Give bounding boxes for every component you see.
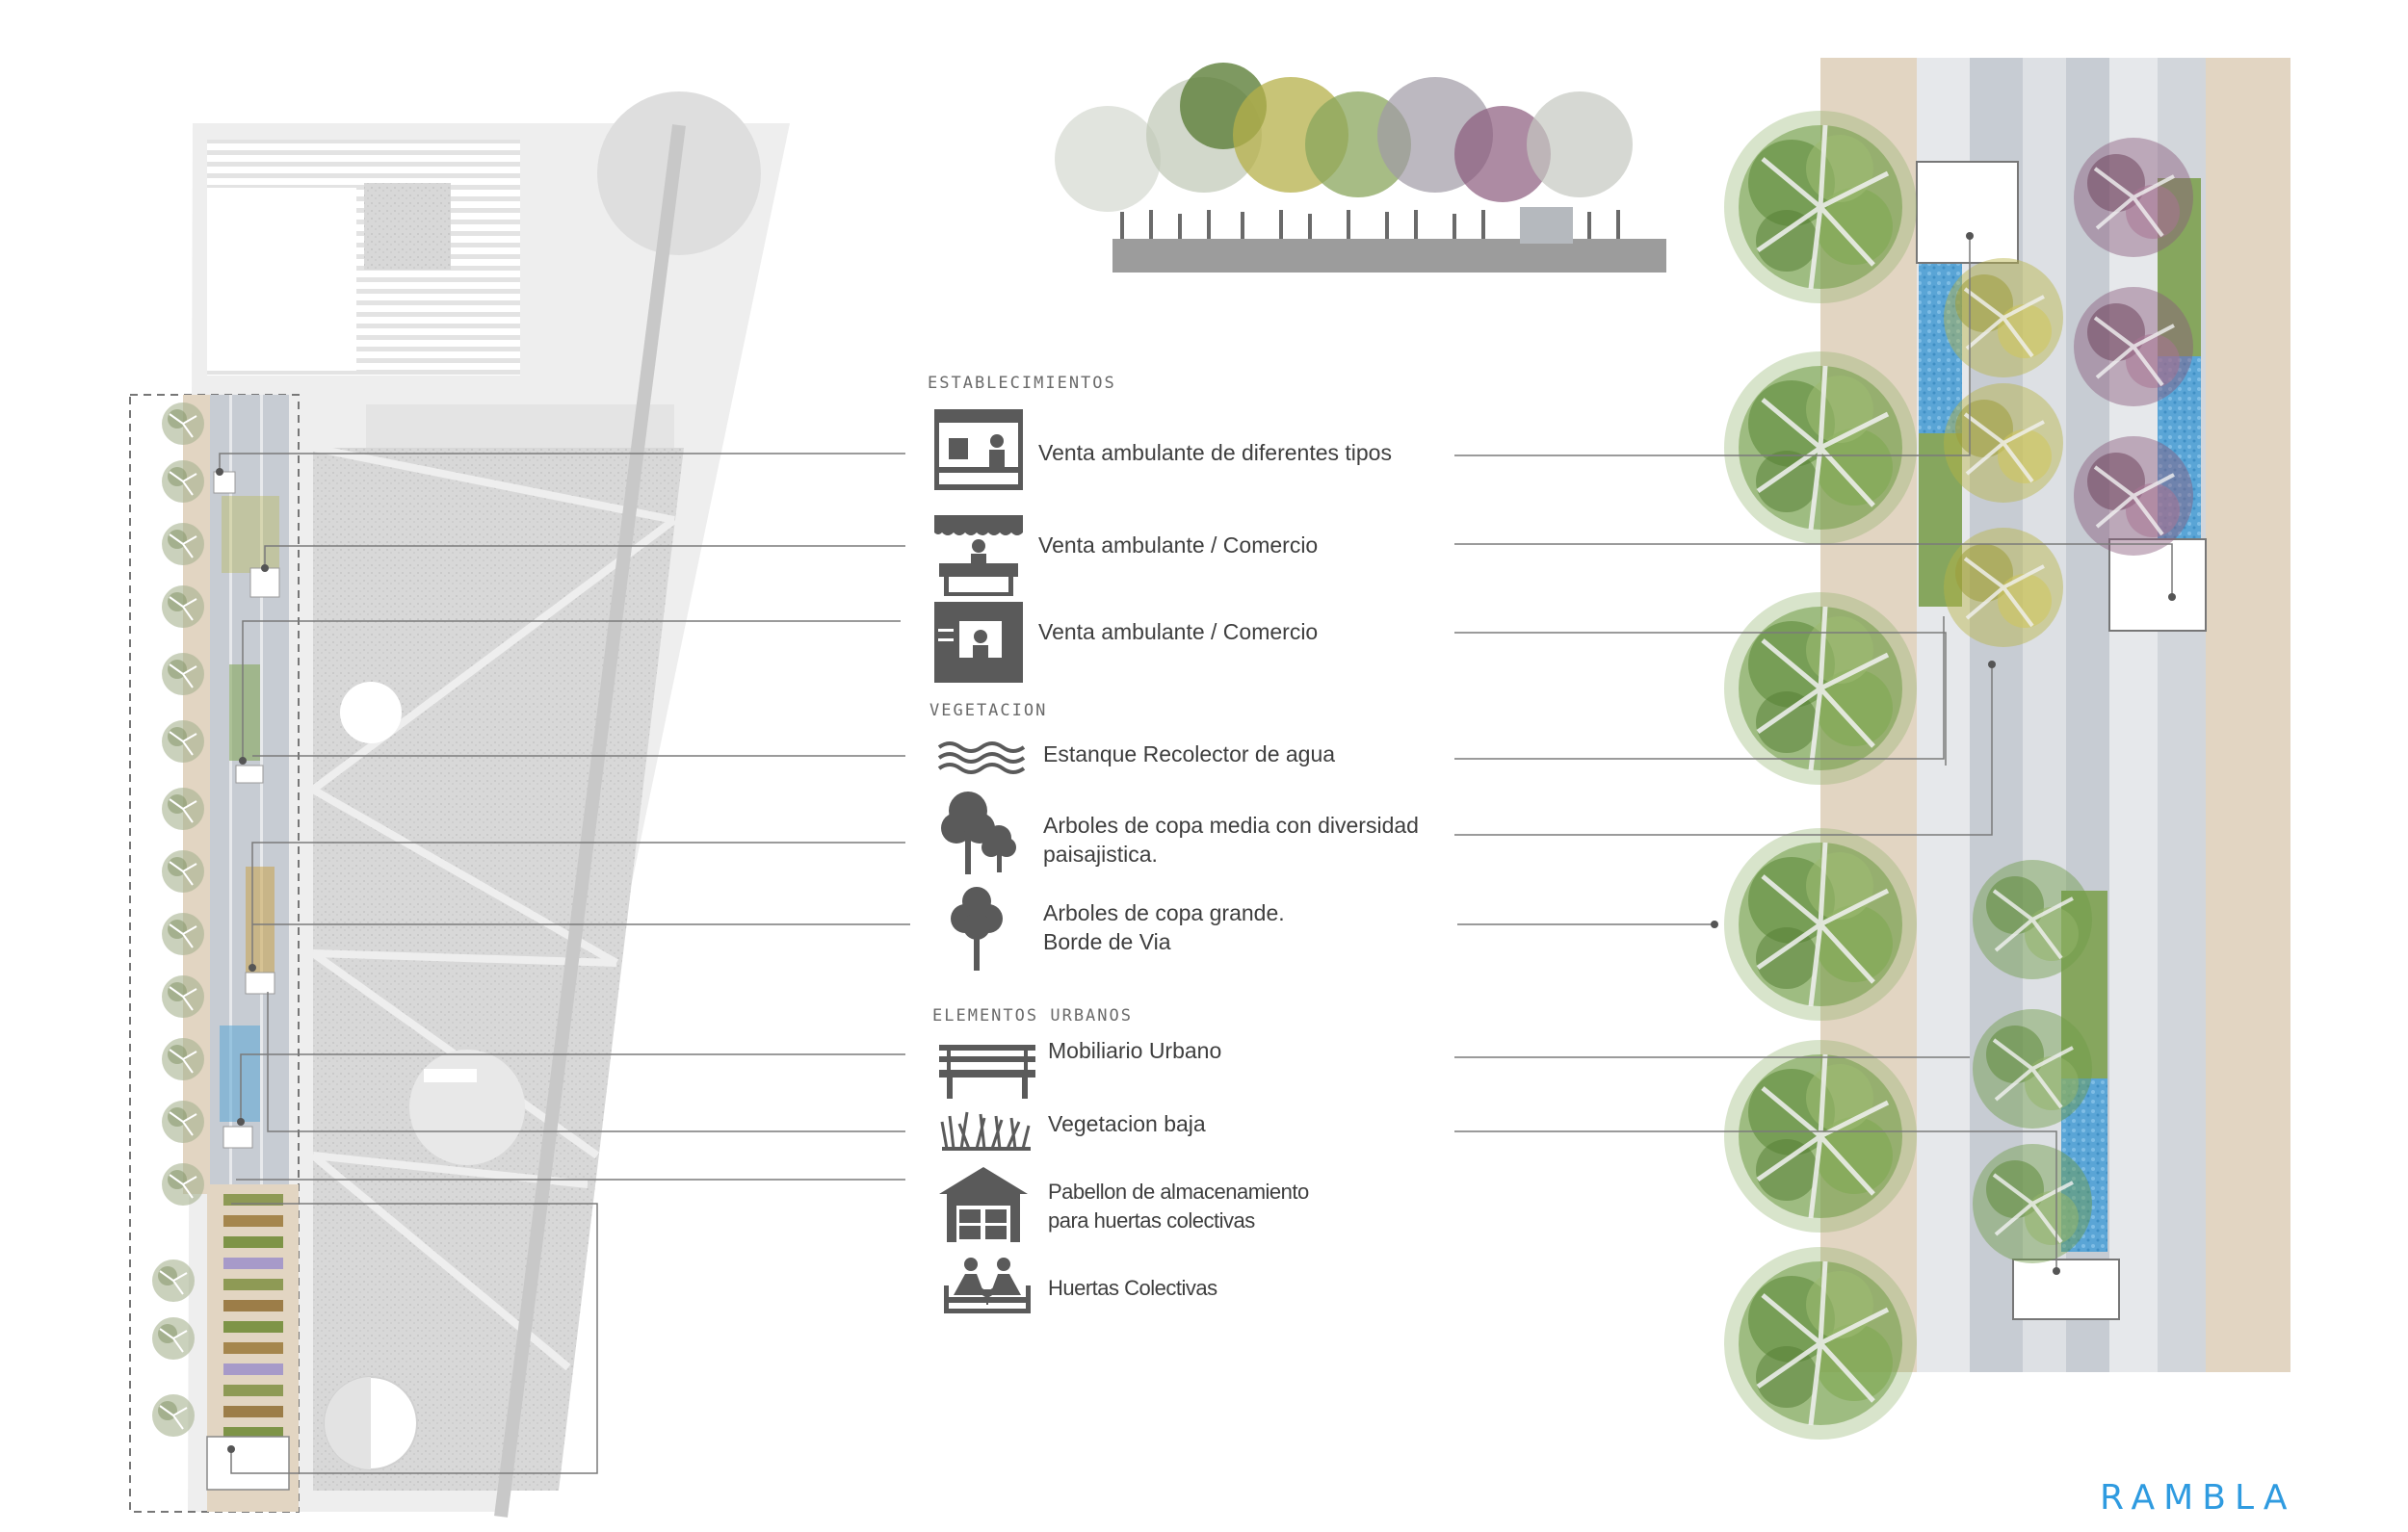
legend-label-mobiliario: Mobiliario Urbano	[1048, 1038, 1222, 1063]
legend-label-pabellon-line1: Pabellon de almacenamiento	[1048, 1180, 1309, 1204]
legend-label-vegetacion-baja: Vegetacion baja	[1048, 1111, 1206, 1136]
legend-label-venta-comercio-2: Venta ambulante / Comercio	[1038, 619, 1319, 644]
vendor-counter-icon	[934, 515, 1023, 596]
medium-trees-icon	[941, 792, 1016, 874]
section-heading-elementos-urbanos: ELEMENTOS URBANOS	[932, 1006, 1133, 1026]
section-heading-vegetacion: VEGETACION	[929, 701, 1048, 720]
legend-label-venta-comercio-1: Venta ambulante / Comercio	[1038, 532, 1319, 558]
large-tree-icon	[951, 887, 1003, 971]
kiosk-icon	[934, 602, 1023, 683]
legend-label-venta-diferentes: Venta ambulante de diferentes tipos	[1038, 440, 1392, 465]
legend-label-arboles-grande-line2: Borde de Via	[1043, 929, 1171, 954]
garden-rows	[223, 1194, 283, 1439]
rambla-title: RAMBLA	[2100, 1478, 2296, 1518]
community-garden-icon	[944, 1258, 1031, 1313]
leader-dots-right	[1711, 232, 2176, 1275]
legend-label-arboles-media-line1: Arboles de copa media con diversidad	[1043, 813, 1419, 838]
leader-lines-left	[219, 453, 910, 1474]
legend-label-arboles-media-line2: paisajistica.	[1043, 842, 1158, 867]
storage-pavilion-icon	[939, 1167, 1028, 1242]
site-plan	[129, 91, 790, 1518]
leader-dots-left	[216, 468, 269, 1453]
bench-icon	[939, 1045, 1035, 1099]
leader-lines-right	[1454, 236, 2173, 1271]
legend-label-estanque: Estanque Recolector de agua	[1043, 741, 1336, 766]
section-heading-establecimientos: ESTABLECIMIENTOS	[928, 374, 1116, 393]
legend-label-arboles-grande-line1: Arboles de copa grande.	[1043, 900, 1285, 925]
elevation-sketch	[1055, 63, 1666, 273]
legend-label-huertas: Huertas Colectivas	[1048, 1276, 1217, 1300]
street-plan	[1724, 58, 2290, 1440]
market-stall-icon	[934, 409, 1023, 490]
water-waves-icon	[937, 741, 1026, 774]
legend-label-pabellon-line2: para huertas colectivas	[1048, 1208, 1255, 1233]
grass-icon	[940, 1111, 1031, 1151]
